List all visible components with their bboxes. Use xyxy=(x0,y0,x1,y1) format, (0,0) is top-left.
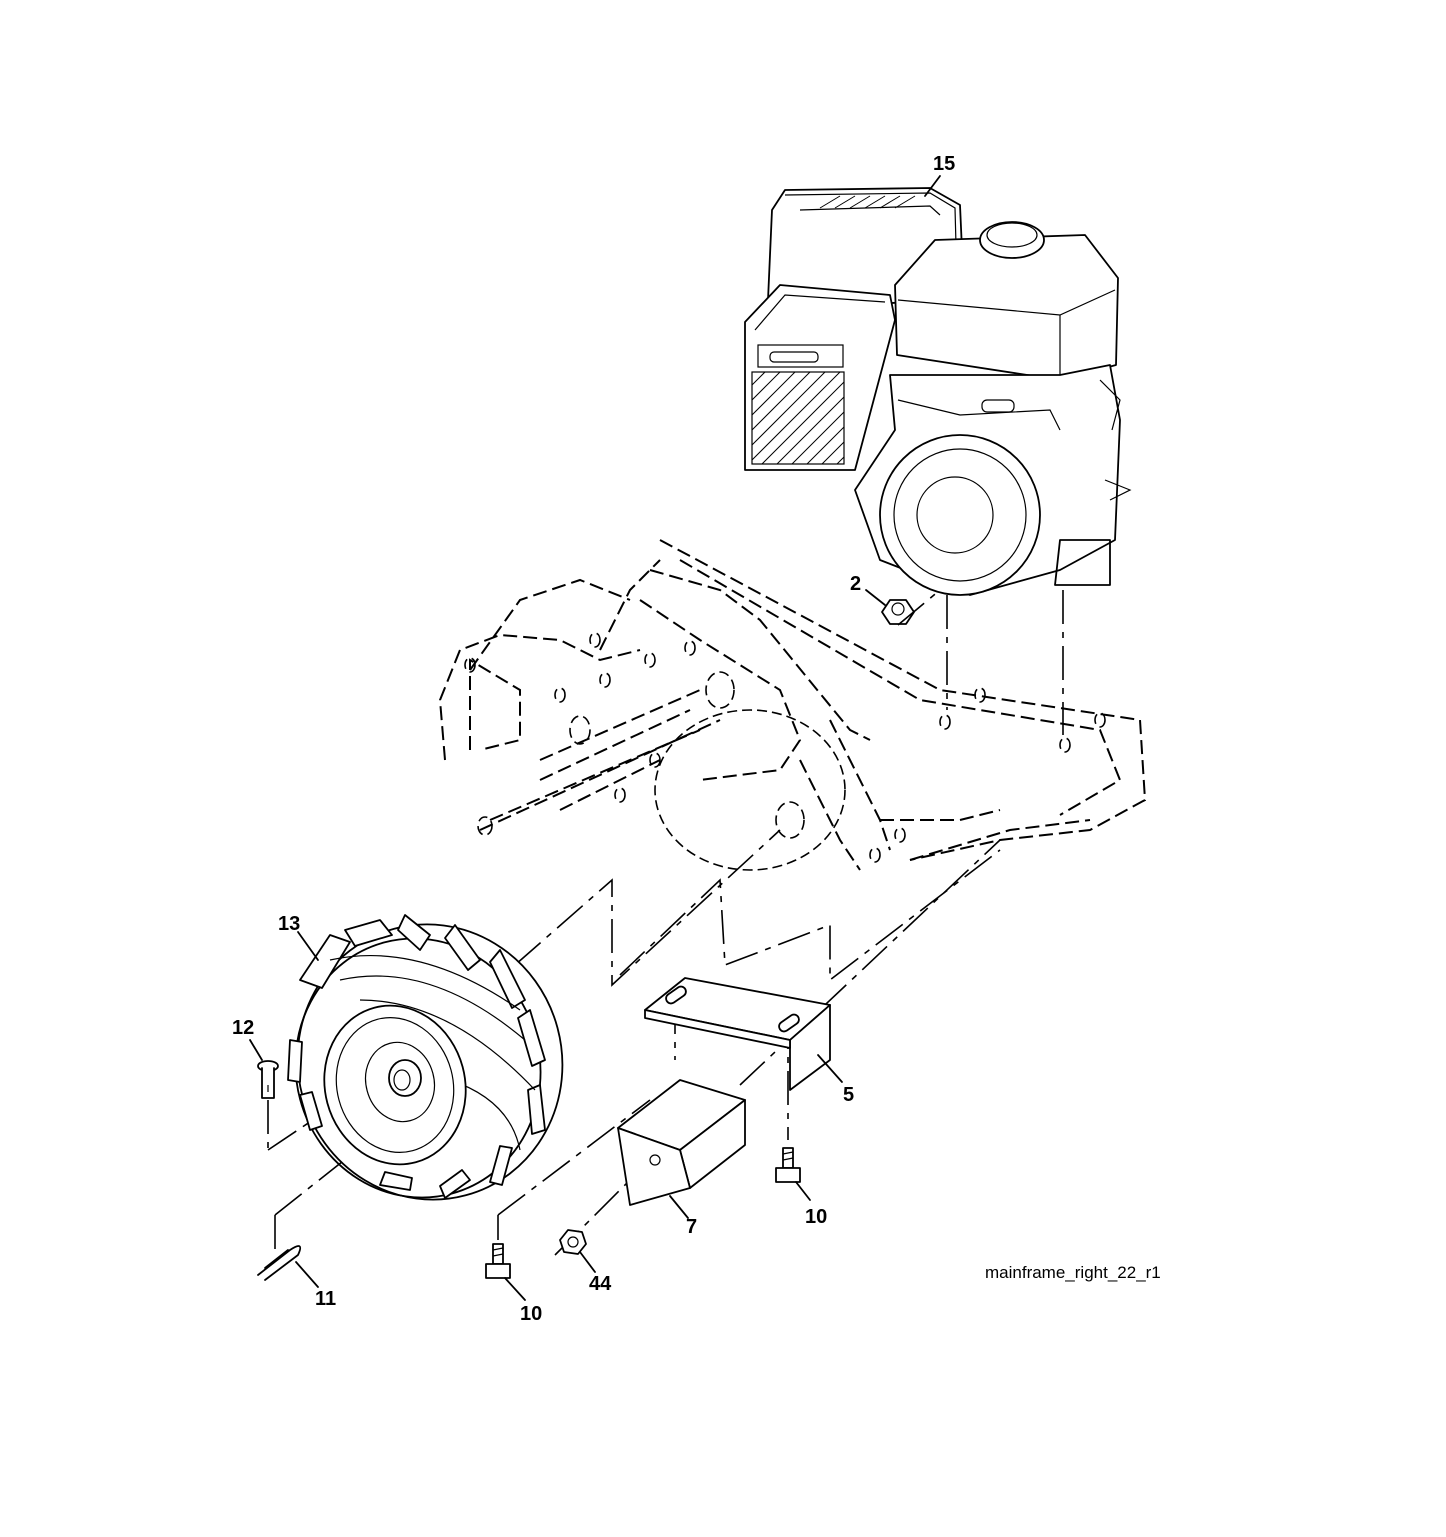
weight-block-part[interactable] xyxy=(617,1079,746,1206)
callout-7: 7 xyxy=(686,1216,697,1238)
callout-5: 5 xyxy=(843,1084,854,1106)
callout-11: 11 xyxy=(315,1288,336,1310)
callout-10-left: 10 xyxy=(520,1303,542,1325)
leader-lines xyxy=(249,175,941,1301)
nut-part[interactable] xyxy=(881,599,915,625)
bolt-right-part[interactable] xyxy=(775,1147,801,1183)
callout-labels: 15 2 13 12 11 10 44 7 5 10 xyxy=(232,153,955,1325)
bolt-left-part[interactable] xyxy=(485,1243,511,1279)
bracket-part[interactable] xyxy=(644,977,831,1091)
callout-10-right: 10 xyxy=(805,1206,827,1228)
locknut-part[interactable] xyxy=(559,1229,587,1255)
diagram-caption: mainframe_right_22_r1 xyxy=(985,1263,1161,1282)
callout-12: 12 xyxy=(232,1017,254,1039)
callout-15: 15 xyxy=(933,153,955,175)
engine-part[interactable] xyxy=(744,187,1132,596)
mainframe-phantom xyxy=(438,539,1147,871)
clevis-pin-part[interactable] xyxy=(257,1060,279,1099)
callout-44: 44 xyxy=(589,1273,612,1295)
callout-13: 13 xyxy=(278,913,300,935)
wheel-part[interactable] xyxy=(267,895,594,1230)
hairpin-clip-part[interactable] xyxy=(257,1245,302,1281)
callout-2: 2 xyxy=(850,573,861,595)
